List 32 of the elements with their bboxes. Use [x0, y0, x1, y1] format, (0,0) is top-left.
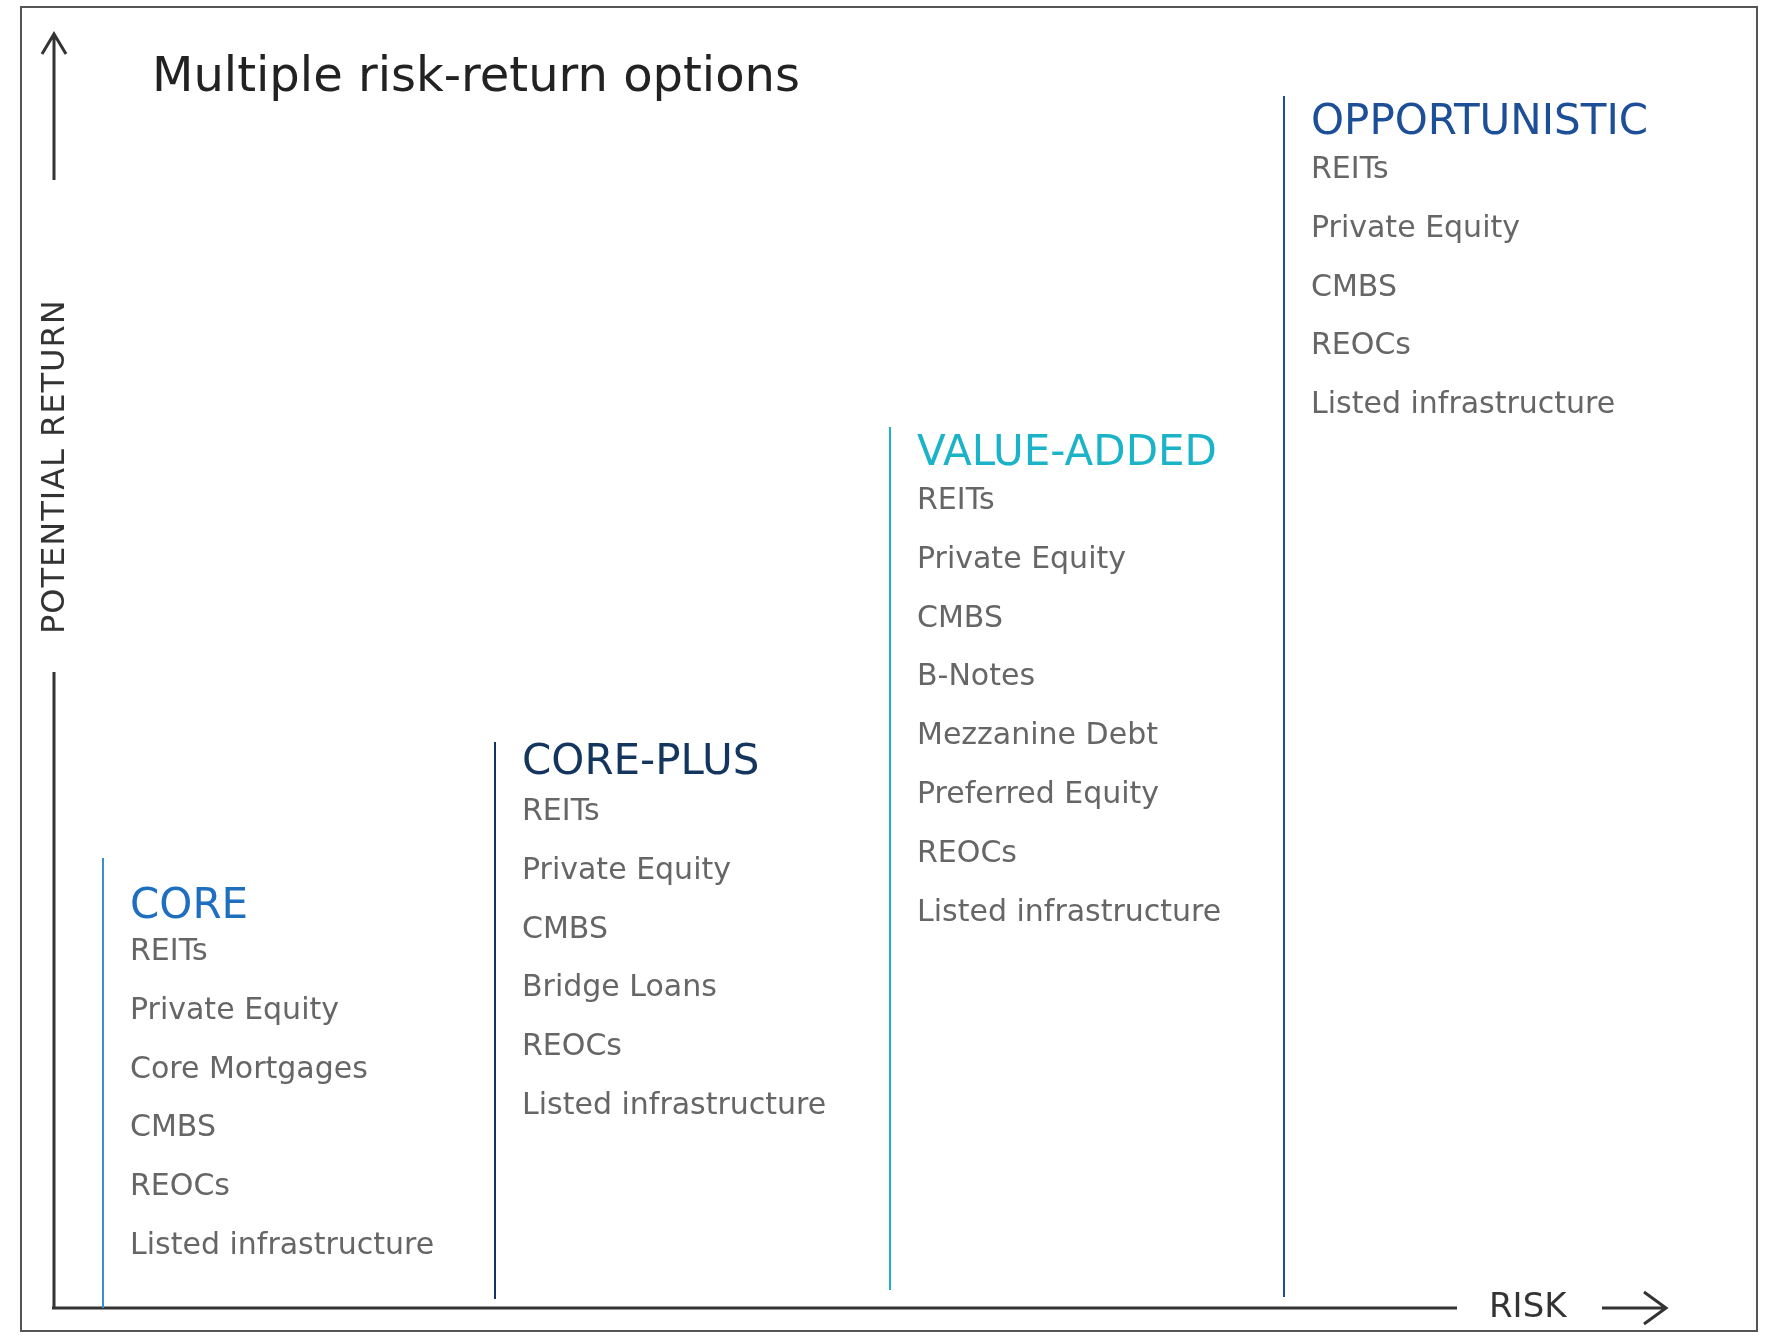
investment-type: CMBS: [1311, 266, 1397, 305]
investment-type: Private Equity: [130, 989, 339, 1028]
investment-type: REITs: [522, 791, 600, 829]
investment-type: Core Mortgages: [130, 1048, 368, 1087]
investment-type: Listed infrastructure: [917, 891, 1222, 930]
x-axis-label: RISK: [1489, 1285, 1567, 1325]
investment-type: REOCs: [917, 832, 1017, 871]
investment-type: REITs: [917, 480, 995, 518]
investment-type: Preferred Equity: [917, 774, 1160, 812]
investment-type: REITs: [130, 931, 208, 969]
chart-title: Multiple risk-return options: [152, 46, 800, 102]
investment-type: CMBS: [917, 597, 1003, 636]
category-heading: OPPORTUNISTIC: [1311, 96, 1649, 144]
category-heading: CORE-PLUS: [522, 736, 760, 784]
investment-type: B-Notes: [917, 656, 1036, 695]
investment-type: Private Equity: [1311, 207, 1520, 246]
investment-type: Mezzanine Debt: [917, 715, 1158, 754]
investment-type: CMBS: [522, 908, 608, 947]
investment-type: REOCs: [130, 1166, 230, 1205]
investment-type: Listed infrastructure: [522, 1085, 827, 1123]
y-axis-label: POTENTIAL RETURN: [34, 299, 72, 634]
investment-type: REOCs: [522, 1026, 622, 1065]
investment-type: Bridge Loans: [522, 967, 717, 1006]
investment-type: Private Equity: [917, 538, 1126, 577]
investment-type: CMBS: [130, 1107, 216, 1146]
category-heading: VALUE-ADDED: [917, 427, 1217, 475]
investment-type: Private Equity: [522, 849, 731, 888]
investment-type: REOCs: [1311, 325, 1411, 364]
category-heading: CORE: [130, 880, 249, 928]
investment-type: Listed infrastructure: [130, 1225, 435, 1263]
investment-type: Listed infrastructure: [1311, 384, 1616, 423]
investment-type: REITs: [1311, 149, 1389, 187]
